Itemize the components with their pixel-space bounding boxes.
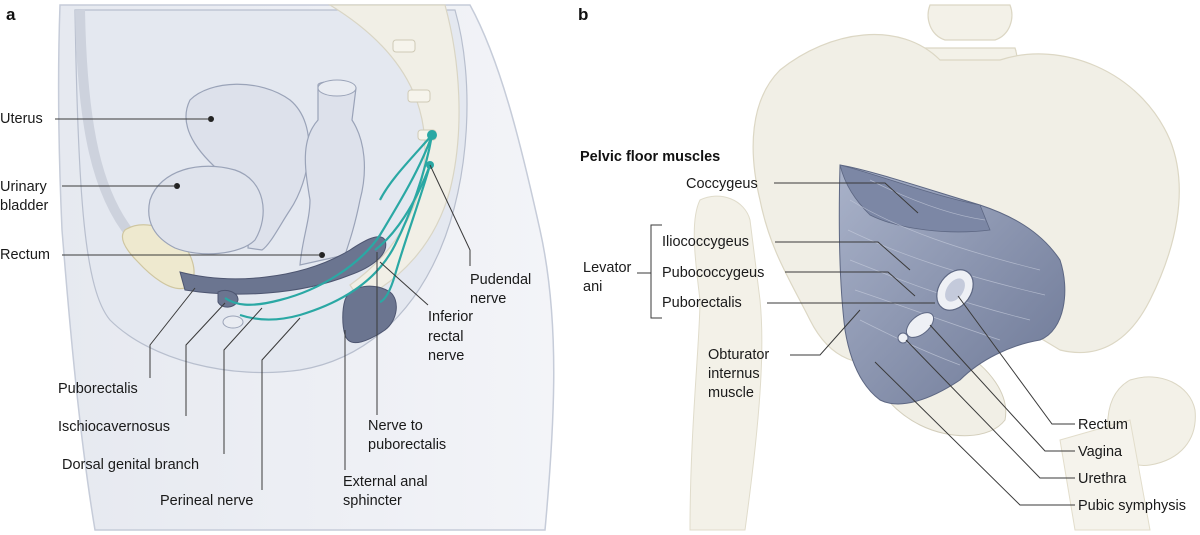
label-inferior-rectal-2: rectal xyxy=(428,329,463,345)
label-inferior-rectal-1: Inferior xyxy=(428,309,473,325)
leader-pubic-symphysis xyxy=(874,361,1075,506)
leader-perineal xyxy=(261,317,301,490)
colon-lumen xyxy=(317,79,357,97)
label-nerve-to-puborectalis-1: Nerve to xyxy=(368,418,423,434)
leader-inferior-rectal xyxy=(379,261,429,306)
label-urethra: Urethra xyxy=(1078,471,1127,487)
pudendal-origin xyxy=(427,130,437,140)
label-external-anal-2: sphincter xyxy=(343,493,402,509)
label-inferior-rectal-3: nerve xyxy=(428,348,464,364)
label-perineal-nerve: Perineal nerve xyxy=(160,493,254,509)
rectum-opening-inner xyxy=(945,278,965,302)
perineal-opening xyxy=(222,315,244,329)
abdominal-wall xyxy=(75,9,144,249)
leader-puborectalis-a xyxy=(149,287,196,378)
muscle-fibres xyxy=(847,179,1046,366)
leader-urethra xyxy=(905,339,1075,479)
bladder-point xyxy=(174,183,180,189)
label-rectum-a: Rectum xyxy=(0,247,50,263)
label-pudendal-2: nerve xyxy=(470,291,506,307)
panel-a-letter: a xyxy=(6,5,16,24)
label-nerve-to-puborectalis-2: puborectalis xyxy=(368,437,446,453)
label-urinary-bladder-1: Urinary xyxy=(0,179,47,195)
label-puborectalis-a: Puborectalis xyxy=(58,381,138,397)
label-levator-ani-2: ani xyxy=(583,279,602,295)
leader-vagina xyxy=(929,324,1075,452)
rectum-point xyxy=(319,252,325,258)
label-obturator-2: internus xyxy=(708,366,760,382)
label-pubococcygeus: Pubococcygeus xyxy=(662,265,764,281)
vertebra xyxy=(392,39,416,53)
label-pubic-symphysis: Pubic symphysis xyxy=(1078,498,1186,514)
urethra-opening xyxy=(897,332,909,344)
label-levator-ani-1: Levator xyxy=(583,260,632,276)
label-obturator-1: Obturator xyxy=(708,347,769,363)
leader-pubococcygeus xyxy=(785,271,916,297)
femur-left xyxy=(689,195,763,531)
label-urinary-bladder-2: bladder xyxy=(0,198,49,214)
label-dorsal-genital-branch: Dorsal genital branch xyxy=(62,457,199,473)
vertebra xyxy=(407,89,431,103)
label-uterus: Uterus xyxy=(0,111,43,127)
label-pudendal-1: Pudendal xyxy=(470,272,531,288)
bladder-organ xyxy=(148,165,264,255)
leader-pudendal xyxy=(429,164,471,266)
label-vagina: Vagina xyxy=(1078,444,1123,460)
label-coccygeus: Coccygeus xyxy=(686,176,758,192)
pelvic-floor-title: Pelvic floor muscles xyxy=(580,149,720,165)
femur-right-shaft xyxy=(1059,419,1151,531)
uterus-point xyxy=(208,116,214,122)
panel-b-letter: b xyxy=(578,5,588,24)
leader-iliococcygeus xyxy=(775,241,911,271)
label-puborectalis-b: Puborectalis xyxy=(662,295,742,311)
leader-ischiocavernosus xyxy=(185,302,226,416)
label-iliococcygeus: Iliococcygeus xyxy=(662,234,749,250)
label-rectum-b: Rectum xyxy=(1078,417,1128,433)
label-obturator-3: muscle xyxy=(708,385,754,401)
levator-ani-bracket xyxy=(650,224,662,319)
leader-dorsal-genital xyxy=(223,307,263,454)
panel-a: a xyxy=(0,4,555,531)
panel-b: b xyxy=(578,4,1196,531)
pudendal-nerve-branches xyxy=(224,134,434,321)
label-external-anal-1: External anal xyxy=(343,474,428,490)
leader-coccygeus xyxy=(774,182,919,214)
label-ischiocavernosus: Ischiocavernosus xyxy=(58,419,170,435)
leader-obturator xyxy=(790,309,861,356)
leader-rectum-b xyxy=(957,295,1075,425)
